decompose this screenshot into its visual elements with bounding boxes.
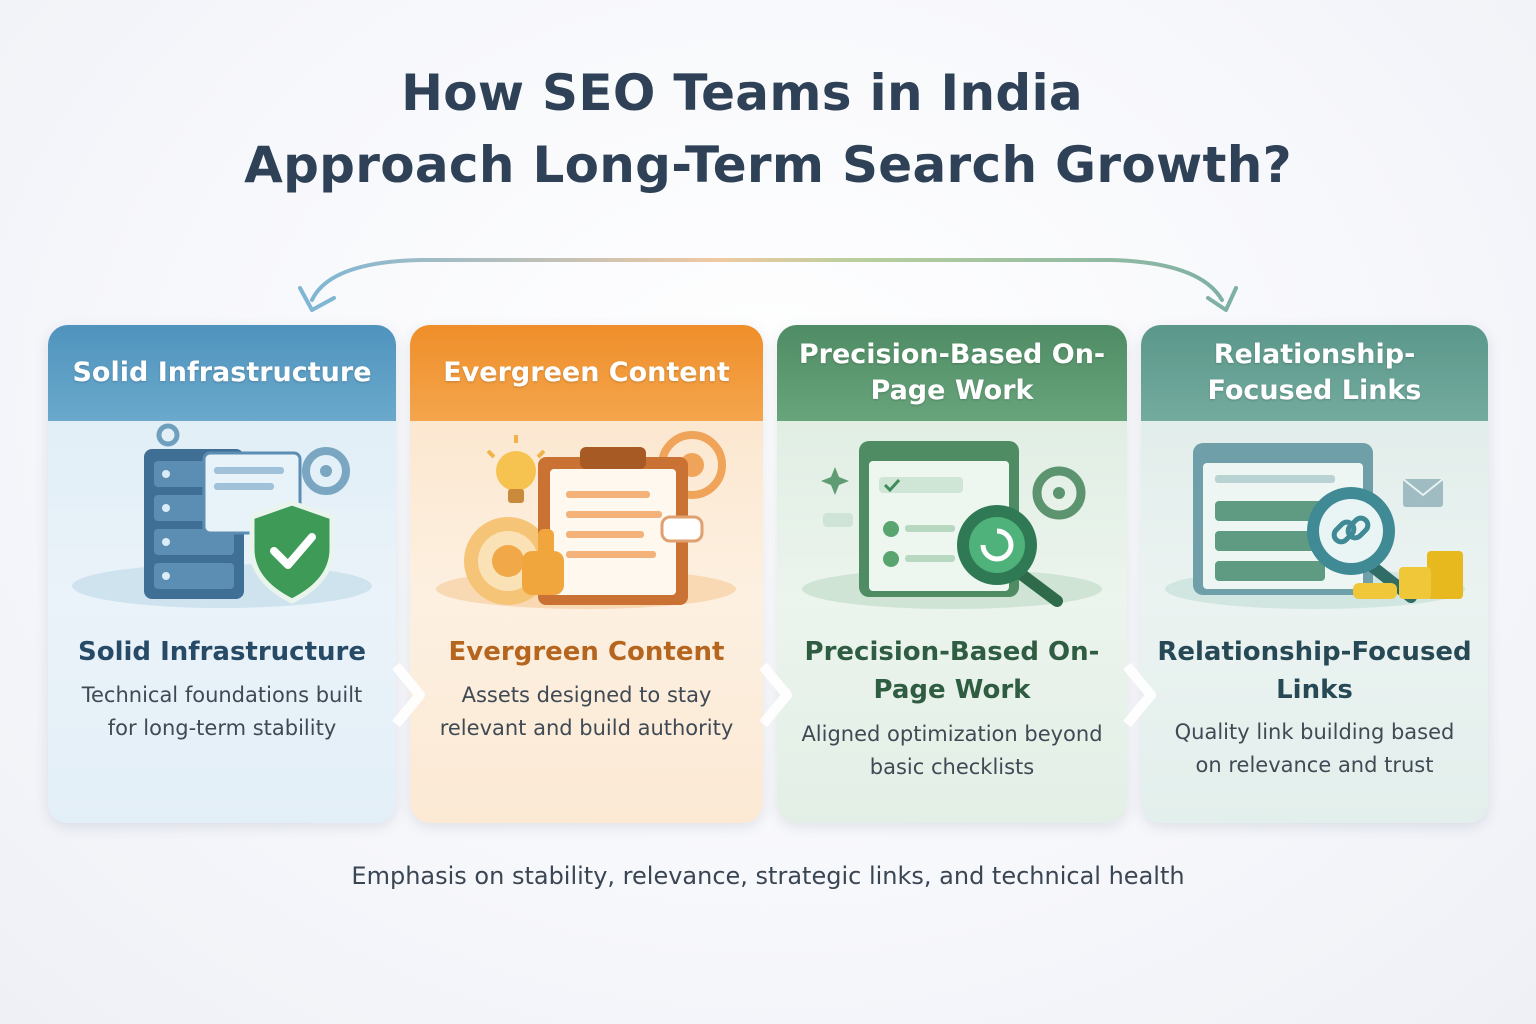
card-header: Evergreen Content: [410, 325, 763, 421]
content-illustration: [436, 431, 736, 609]
card-header: Precision-Based On-Page Work: [777, 325, 1127, 421]
card-title: Solid Infrastructure: [78, 637, 366, 667]
chevron-right-icon: [392, 662, 425, 728]
page-title-line-2: Approach Long-Term Search Growth?: [244, 136, 1292, 194]
cycle-arrow: [298, 258, 1238, 312]
server-icon: [144, 449, 302, 599]
card-title: Precision-Based On-Page Work: [804, 637, 1100, 705]
envelope-icon: [1402, 478, 1444, 507]
thumbs-up-icon: [522, 529, 564, 595]
magnifier-icon: [957, 505, 1063, 607]
sparkle-icon: [821, 467, 849, 495]
checklist-icon: [879, 477, 963, 567]
footer-caption: Emphasis on stability, relevance, strate…: [351, 862, 1185, 890]
card-solid-infrastructure: Solid Infrastructure Solid Infrastructur…: [48, 325, 396, 823]
card-header: Solid Infrastructure: [48, 325, 396, 421]
gear-icon: [156, 423, 180, 447]
infrastructure-illustration: [72, 423, 372, 608]
gear-icon: [302, 447, 350, 495]
shield-check-icon: [249, 500, 335, 604]
card-relationship-links: Relationship-Focused Links Relation: [1141, 325, 1488, 823]
card-title: Evergreen Content: [448, 637, 725, 667]
card-description: Assets designed to stay relevant and bui…: [439, 683, 734, 740]
link-magnifier-icon: [1307, 487, 1417, 603]
chevron-right-icon: [759, 662, 792, 728]
card-description: Technical foundations built for long-ter…: [81, 683, 363, 740]
card-title: Relationship-Focused Links: [1157, 637, 1472, 705]
clipboard-icon: [538, 447, 704, 605]
chevron-right-icon: [1123, 662, 1156, 728]
card-description: Aligned optimization beyond basic checkl…: [801, 722, 1103, 779]
lightbulb-icon: [486, 435, 546, 503]
card-precision-on-page: Precision-Based On-Page Work Precision-B…: [777, 325, 1127, 823]
gear-icon: [1032, 466, 1086, 520]
links-illustration: [1165, 443, 1465, 609]
card-evergreen-content: Evergreen Content: [410, 325, 763, 823]
on-page-illustration: [802, 441, 1102, 609]
card-description: Quality link building based on relevance…: [1174, 720, 1455, 777]
coins-icon: [1353, 551, 1463, 599]
card-header: Relationship-Focused Links: [1141, 325, 1488, 421]
page-title-line-1: How SEO Teams in India: [401, 64, 1083, 122]
